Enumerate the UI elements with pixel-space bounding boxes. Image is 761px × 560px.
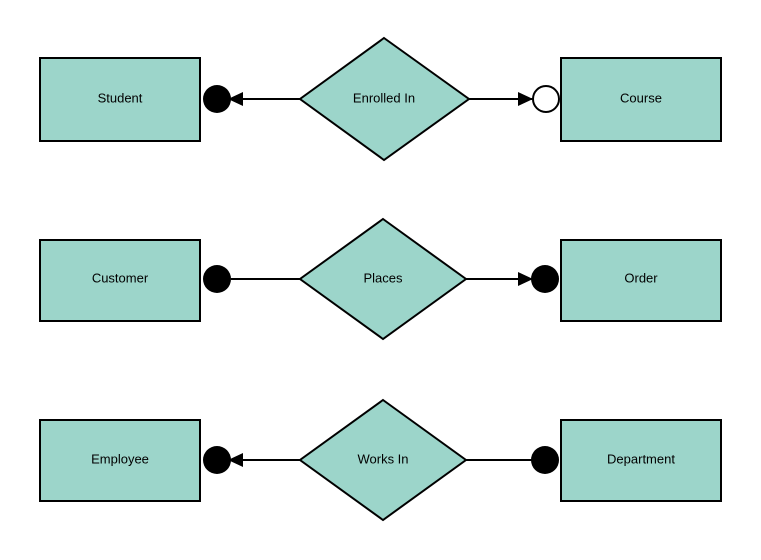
entity-label-customer: Customer — [92, 270, 149, 285]
entity-box-customer[interactable] — [39, 239, 201, 322]
arrowhead-right-1 — [518, 92, 533, 106]
arrowhead-left-3 — [228, 453, 243, 467]
cardinality-hollow-circle-course — [532, 85, 560, 113]
er-relationship-row-1: Student Enrolled In Course — [39, 36, 722, 162]
relationship-diamond-enrolled-in[interactable] — [298, 36, 471, 162]
er-relationship-row-2: Customer Places Order — [39, 217, 722, 341]
cardinality-filled-circle-department — [531, 446, 559, 474]
relationship-diamond-places[interactable] — [298, 217, 468, 341]
relationship-label-works-in: Works In — [357, 451, 408, 466]
relationship-diamond-works-in[interactable] — [298, 398, 468, 522]
relationship-label-places: Places — [363, 270, 403, 285]
cardinality-filled-circle-customer — [203, 265, 231, 293]
entity-box-order[interactable] — [560, 239, 722, 322]
cardinality-filled-circle-student — [203, 85, 231, 113]
entity-box-department[interactable] — [560, 419, 722, 502]
entity-box-student[interactable] — [39, 57, 201, 142]
er-relationship-row-3: Employee Works In Department — [39, 398, 722, 522]
arrowhead-left-1 — [228, 92, 243, 106]
entity-label-course: Course — [620, 90, 662, 105]
arrowhead-right-2 — [518, 272, 533, 286]
cardinality-filled-circle-employee — [203, 446, 231, 474]
relationship-label-enrolled-in: Enrolled In — [353, 90, 415, 105]
entity-box-employee[interactable] — [39, 419, 201, 502]
entity-label-department: Department — [607, 451, 675, 466]
cardinality-filled-circle-order — [531, 265, 559, 293]
entity-label-employee: Employee — [91, 451, 149, 466]
entity-box-course[interactable] — [560, 57, 722, 142]
entity-label-student: Student — [98, 90, 143, 105]
entity-label-order: Order — [624, 270, 658, 285]
